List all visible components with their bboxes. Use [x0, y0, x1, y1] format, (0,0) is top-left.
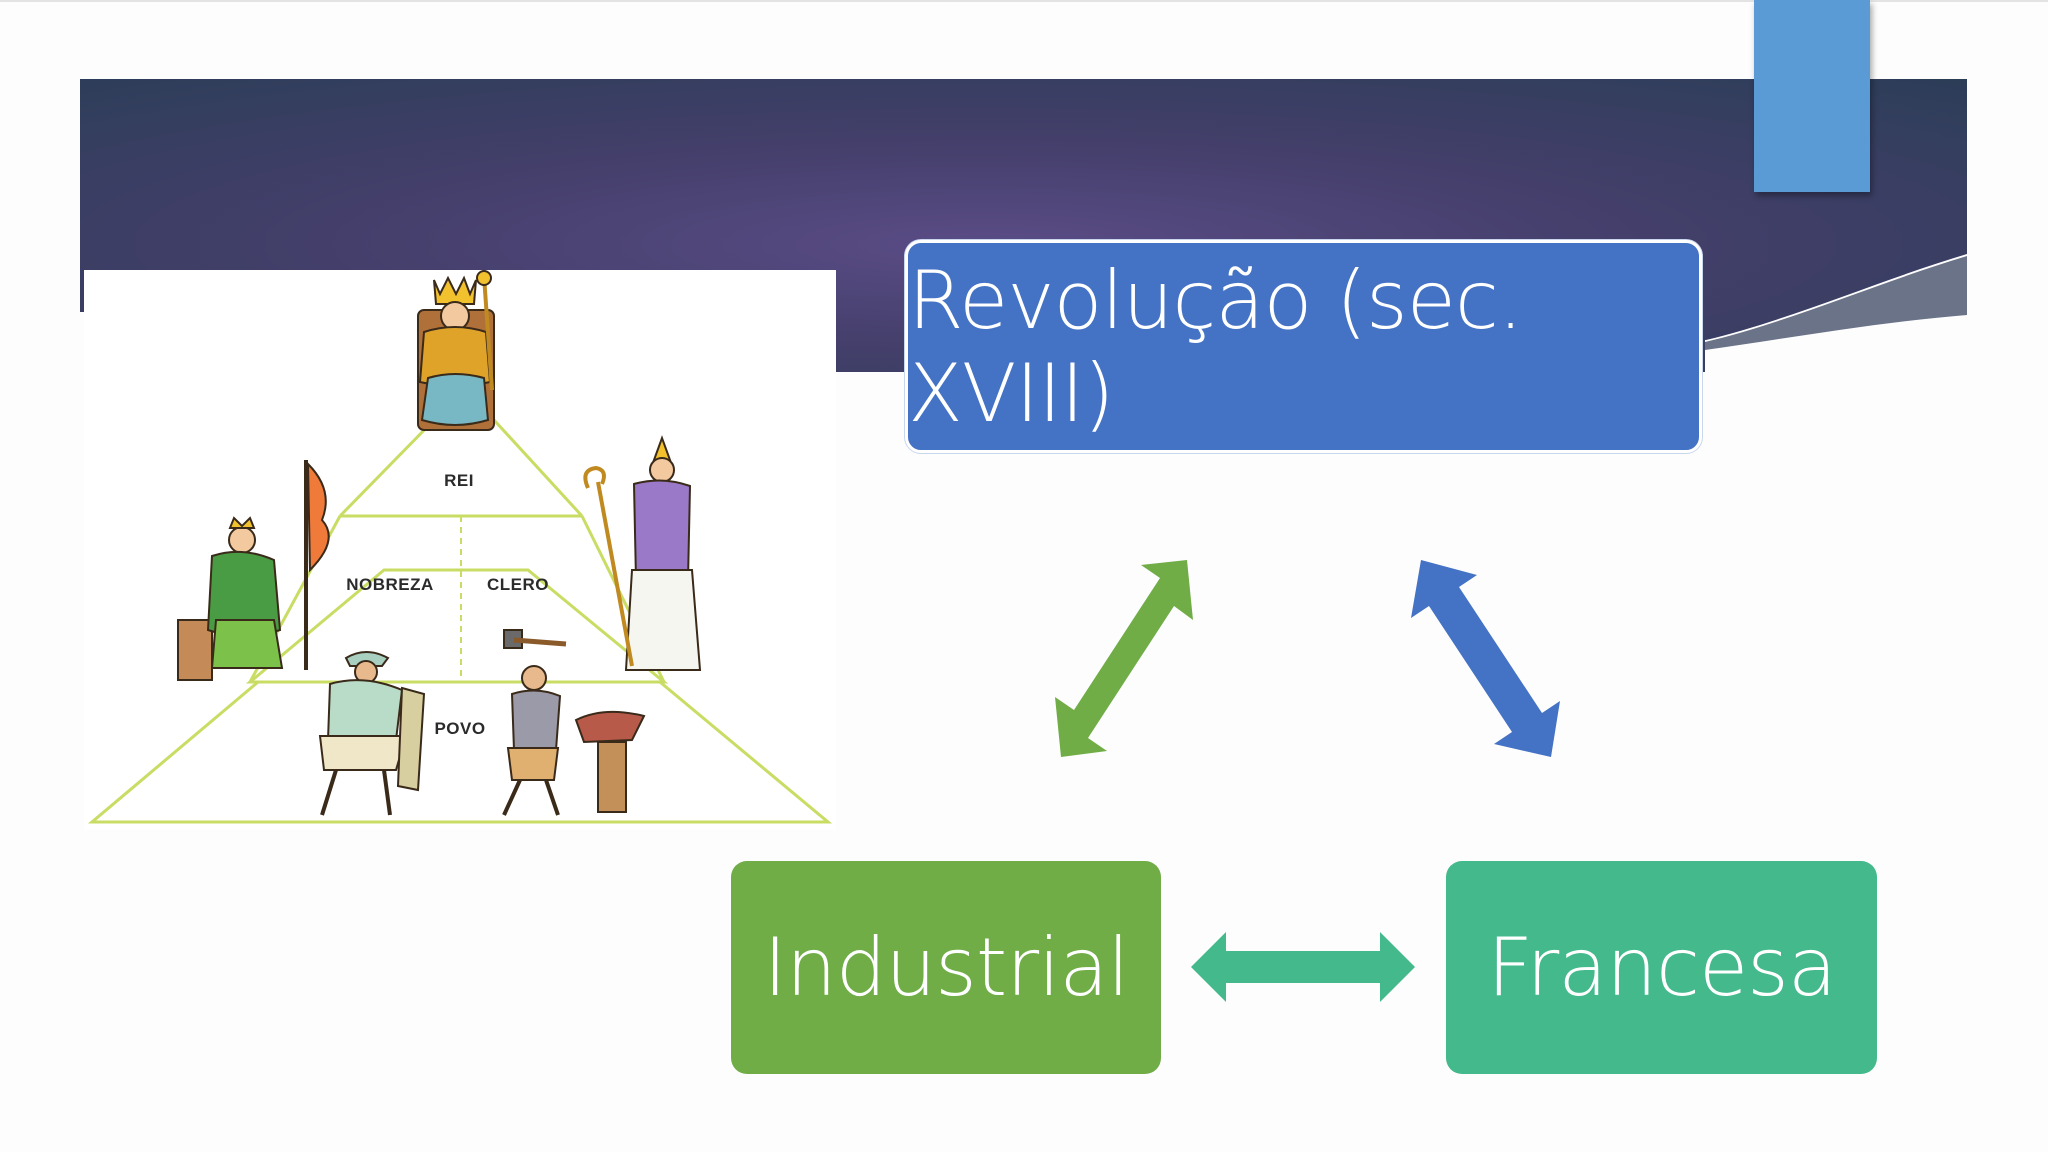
- banner-swoosh: [1705, 256, 1967, 350]
- blacksmith-figure: [502, 629, 646, 816]
- pyramid-illustration: REI NOBREZA CLERO POVO: [87, 270, 833, 824]
- label-rei: REI: [444, 471, 474, 490]
- noble-figure: [177, 460, 330, 681]
- arrow-bottom-bidirectional: [1191, 932, 1415, 1002]
- peasant-figure: [318, 651, 426, 816]
- arrow-top-right-bidirectional: [1411, 560, 1560, 757]
- node-industrial: Industrial: [731, 861, 1161, 1074]
- node-revolucao-label: Revolução (sec. XVIII): [908, 253, 1523, 440]
- node-industrial-label: Industrial: [763, 921, 1129, 1014]
- accent-tab: [1754, 0, 1870, 192]
- arrow-top-left-bidirectional: [1055, 560, 1193, 757]
- top-border: [0, 0, 2048, 2]
- node-francesa-label: Francesa: [1487, 921, 1837, 1014]
- label-povo: POVO: [434, 719, 485, 738]
- social-pyramid-image: REI NOBREZA CLERO POVO: [84, 270, 836, 830]
- label-nobreza: NOBREZA: [346, 575, 434, 594]
- node-revolucao: Revolução (sec. XVIII): [905, 240, 1702, 453]
- clergy-figure: [583, 435, 702, 671]
- label-clero: CLERO: [487, 575, 549, 594]
- king-figure: [417, 270, 495, 431]
- node-francesa: Francesa: [1446, 861, 1877, 1074]
